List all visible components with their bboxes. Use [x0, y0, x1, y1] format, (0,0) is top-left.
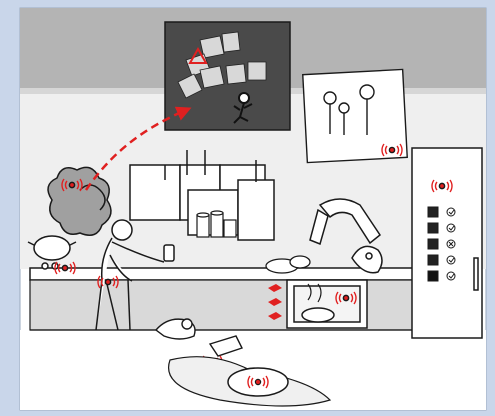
oven [287, 280, 367, 328]
alert-screen [165, 22, 290, 130]
family-photo [303, 69, 407, 162]
